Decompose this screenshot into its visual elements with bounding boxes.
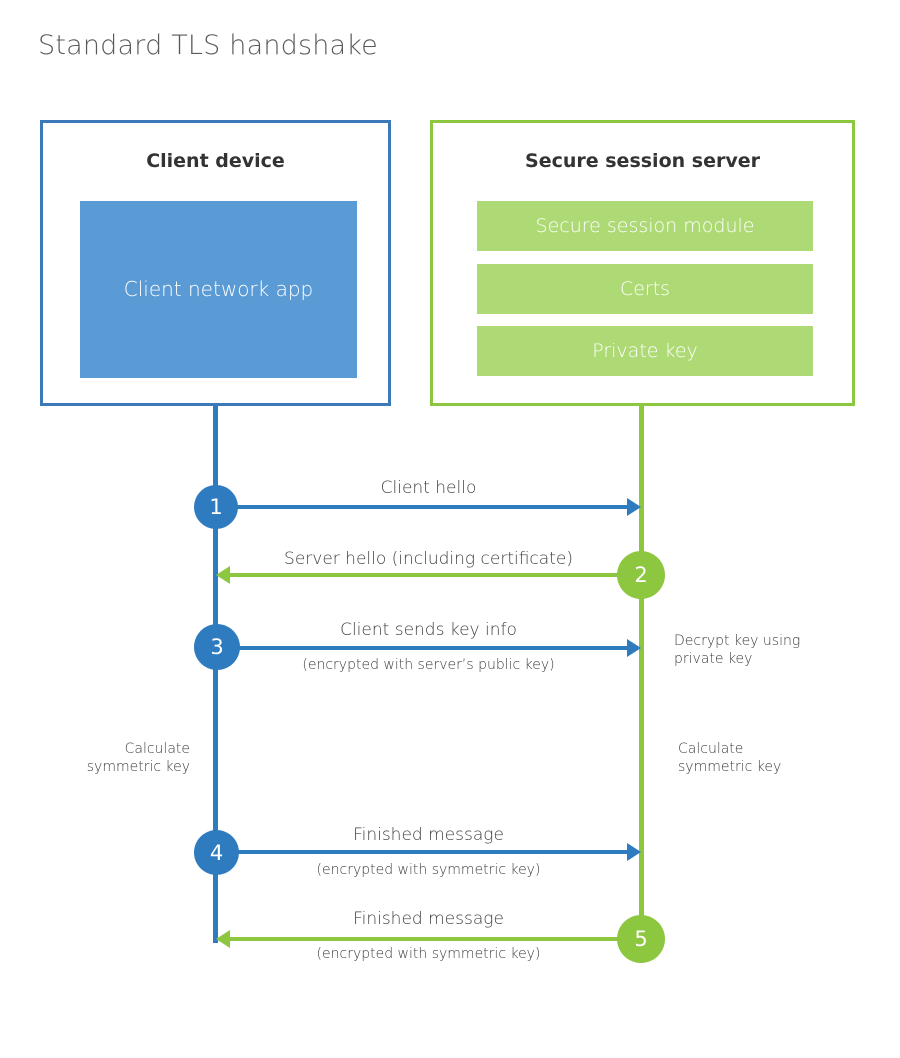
step-4-label: Finished message: [353, 825, 504, 845]
step-1-arrow-line: [216, 505, 627, 509]
step-4-arrow-line: [216, 850, 627, 854]
client-network-app-block: Client network app: [80, 201, 357, 378]
page-title: Standard TLS handshake: [38, 30, 378, 61]
step-number: 1: [209, 495, 223, 519]
step-1-arrow-head: [627, 498, 641, 516]
step-5-label: Finished message: [353, 909, 504, 929]
secure-session-server-title: Secure session server: [525, 150, 760, 172]
step-3-arrow-head: [627, 639, 641, 657]
step-marker-5[interactable]: 5: [617, 915, 665, 963]
step-marker-2[interactable]: 2: [617, 551, 665, 599]
secure-session-server-box: Secure session server Secure session mod…: [430, 120, 855, 406]
server-component-label: Secure session module: [535, 215, 755, 237]
step-number: 5: [634, 927, 648, 951]
step-2-label: Server hello (including certificate): [284, 549, 573, 569]
step-marker-3[interactable]: 3: [194, 624, 240, 670]
step-1-label: Client hello: [380, 478, 477, 498]
step-4-sublabel: (encrypted with symmetric key): [316, 862, 541, 878]
client-lifeline: [213, 406, 218, 943]
step-2-arrow-line: [230, 573, 641, 577]
step-4-arrow-head: [627, 843, 641, 861]
server-lifeline: [639, 406, 644, 940]
server-component-label: Private key: [592, 340, 698, 362]
annotation-client-calculate-symmetric-key: Calculate symmetric key: [86, 741, 190, 776]
step-marker-1[interactable]: 1: [194, 485, 238, 529]
server-component-label: Certs: [619, 278, 671, 300]
step-number: 3: [210, 635, 224, 659]
server-component-private-key: Private key: [477, 326, 813, 376]
server-component-secure-session-module: Secure session module: [477, 201, 813, 251]
step-5-arrow-line: [230, 937, 641, 941]
step-5-sublabel: (encrypted with symmetric key): [316, 946, 541, 962]
annotation-decrypt-key: Decrypt key using private key: [674, 633, 801, 668]
step-5-arrow-head: [216, 930, 230, 948]
client-device-box: Client device Client network app: [40, 120, 391, 406]
step-number: 2: [634, 563, 648, 587]
step-3-arrow-line: [216, 646, 627, 650]
server-component-certs: Certs: [477, 264, 813, 314]
step-2-arrow-head: [216, 566, 230, 584]
step-number: 4: [209, 840, 224, 865]
client-network-app-label: Client network app: [123, 277, 314, 301]
annotation-server-calculate-symmetric-key: Calculate symmetric key: [678, 741, 782, 776]
step-marker-4[interactable]: 4: [194, 830, 239, 875]
client-device-title: Client device: [146, 150, 285, 172]
step-3-sublabel: (encrypted with server’s public key): [302, 657, 555, 673]
step-3-label: Client sends key info: [340, 620, 517, 640]
